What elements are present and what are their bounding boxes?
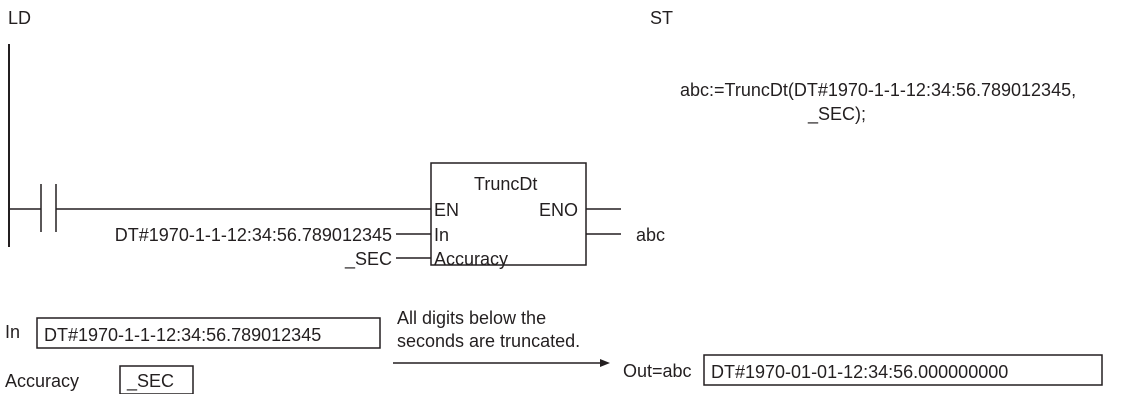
example-in-box xyxy=(36,317,381,349)
fb-output-eno: ENO xyxy=(539,200,578,220)
fb-input-accuracy: Accuracy xyxy=(434,249,508,269)
truncation-note-line-2: seconds are truncated. xyxy=(397,331,580,351)
truncdt-function-block xyxy=(430,162,587,266)
example-out-box xyxy=(703,354,1103,386)
arrow-right-icon xyxy=(393,359,610,367)
example-out-value: DT#1970-01-01-12:34:56.000000000 xyxy=(711,362,1008,382)
truncation-note-line-1: All digits below the xyxy=(397,308,546,328)
st-code-line-2: _SEC); xyxy=(807,104,866,125)
st-section-label: ST xyxy=(650,8,673,28)
ld-in-value: DT#1970-1-1-12:34:56.789012345 xyxy=(115,225,392,245)
example-accuracy-value: _SEC xyxy=(126,371,174,392)
example-accuracy-box xyxy=(119,365,194,394)
example-in-value: DT#1970-1-1-12:34:56.789012345 xyxy=(44,325,321,345)
st-code-line-1: abc:=TruncDt(DT#1970-1-1-12:34:56.789012… xyxy=(680,80,1076,100)
function-block-name: TruncDt xyxy=(474,174,537,194)
example-accuracy-label: Accuracy xyxy=(5,371,79,391)
rung xyxy=(9,184,431,232)
example-in-label: In xyxy=(5,322,20,342)
example-out-label: Out=abc xyxy=(623,361,692,381)
fb-input-in: In xyxy=(434,225,449,245)
ld-accuracy-value: _SEC xyxy=(344,249,392,270)
fb-input-en: EN xyxy=(434,200,459,220)
ld-output-var: abc xyxy=(636,225,665,245)
ld-section-label: LD xyxy=(8,8,31,28)
